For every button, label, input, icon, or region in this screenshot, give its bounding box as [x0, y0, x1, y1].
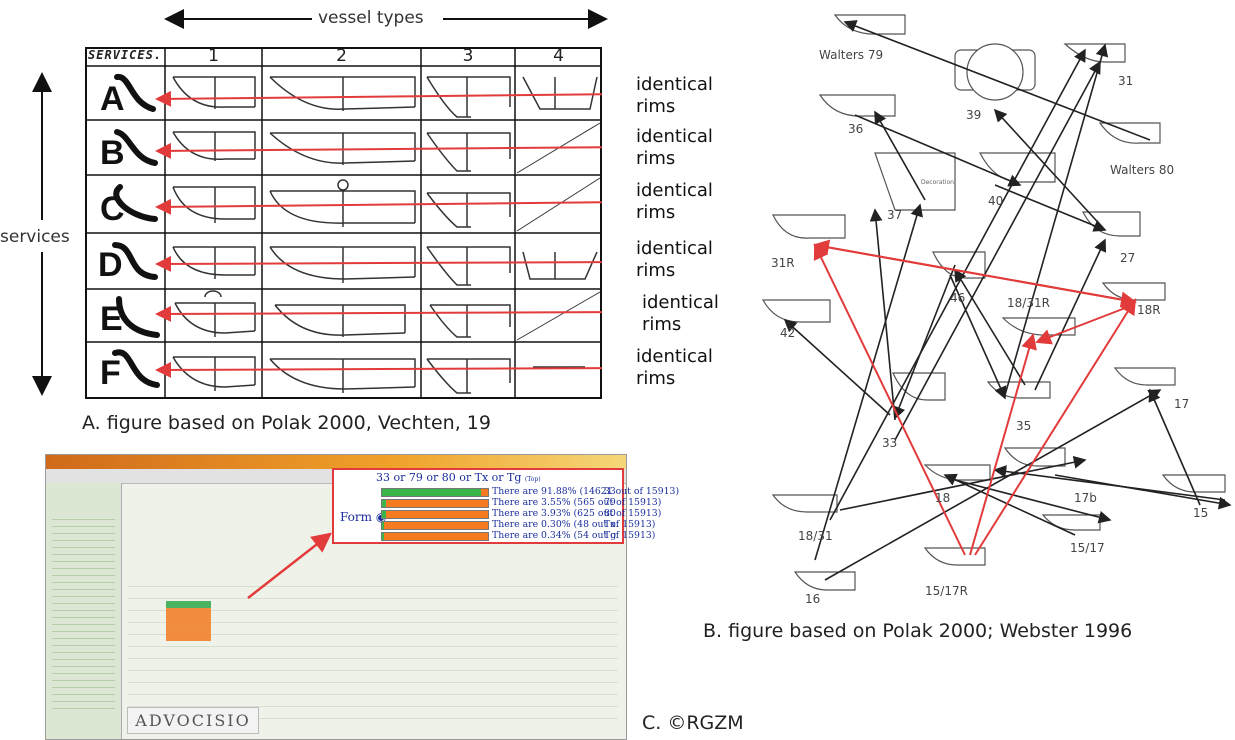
node-37: 37	[887, 208, 903, 222]
result-form-code: 33	[604, 486, 616, 497]
column-3-header: 3	[462, 46, 474, 66]
result-bar	[381, 488, 489, 497]
node-17b: 17b	[1074, 491, 1097, 505]
vessel-table-grid	[85, 47, 602, 399]
node-walters-79: Walters 79	[819, 48, 884, 62]
row-letter-a: A	[100, 80, 125, 118]
node-39: 39	[966, 108, 982, 122]
caption-c: C. ©RGZM	[642, 712, 744, 734]
node-16: 16	[805, 592, 821, 606]
node-18-31: 18/31	[798, 529, 833, 543]
form-label[interactable]: Form ◉	[340, 510, 386, 524]
row-letter-f: F	[100, 354, 121, 392]
caption-b: B. figure based on Polak 2000; Webster 1…	[703, 620, 1133, 642]
caption-a: A. figure based on Polak 2000, Vechten, …	[82, 412, 491, 434]
result-bar	[381, 521, 489, 530]
node-15: 15	[1193, 506, 1209, 520]
database-screenshot	[45, 454, 627, 740]
result-text: There are 0.30% (48 out of 15913)	[492, 519, 656, 530]
result-text: There are 3.93% (625 out of 15913)	[492, 508, 662, 519]
services-header: SERVICES.	[88, 48, 163, 62]
result-bar	[381, 532, 489, 541]
result-bar	[381, 510, 489, 519]
node-33: 33	[882, 436, 898, 450]
row-letter-c: C	[100, 190, 125, 228]
result-text: There are 0.34% (54 out of 15913)	[492, 530, 656, 541]
result-form-code: 79	[604, 497, 616, 508]
vessel-types-label: vessel types	[318, 8, 424, 28]
row-letter-d: D	[98, 246, 123, 284]
result-text: There are 3.55% (565 out of 15913)	[492, 497, 662, 508]
record-details	[128, 575, 618, 725]
row-letter-e: E	[100, 300, 123, 338]
node-31r: 31R	[771, 256, 795, 270]
popup-title: 33 or 79 or 80 or Tx or Tg (Top)	[376, 471, 541, 484]
panel-a-arrows	[32, 9, 608, 396]
mini-result-bars	[166, 601, 211, 641]
node-18: 18	[935, 491, 951, 505]
node-42: 42	[780, 326, 796, 340]
nav-sidebar	[46, 483, 122, 739]
node-walters-80: Walters 80	[1110, 163, 1175, 177]
node-36: 36	[848, 122, 864, 136]
row-letter-b: B	[100, 134, 125, 172]
result-text: There are 91.88% (14621 out of 15913)	[492, 486, 680, 497]
result-form-code: 80	[604, 508, 616, 519]
column-1-header: 1	[208, 46, 219, 66]
node-46: 46	[950, 291, 966, 305]
result-form-code: Tg	[604, 530, 617, 541]
advocisio-logo: ADVOCISIO	[127, 707, 259, 734]
result-bar	[381, 499, 489, 508]
browser-titlebar	[46, 455, 626, 469]
node-40: 40	[988, 194, 1004, 208]
node-18-31r: 18/31R	[1007, 296, 1050, 310]
node-27: 27	[1120, 251, 1136, 265]
column-2-header: 2	[336, 46, 347, 66]
node-15-17r: 15/17R	[925, 584, 968, 598]
decoration-label: Decoration	[921, 179, 954, 186]
node-35: 35	[1016, 419, 1032, 433]
node-18r: 18R	[1137, 303, 1161, 317]
column-4-header: 4	[553, 46, 564, 66]
form-result-popup: 33 or 79 or 80 or Tx or Tg (Top) Form ◉ …	[332, 468, 679, 544]
result-form-code: Tx	[604, 519, 616, 530]
node-31: 31	[1118, 74, 1134, 88]
node-15-17: 15/17	[1070, 541, 1105, 555]
panel-b-network	[761, 14, 1232, 591]
popup-pointer-arrow	[247, 532, 332, 599]
services-label: services	[0, 227, 70, 247]
vessel-table	[85, 47, 602, 399]
node-17: 17	[1174, 397, 1190, 411]
